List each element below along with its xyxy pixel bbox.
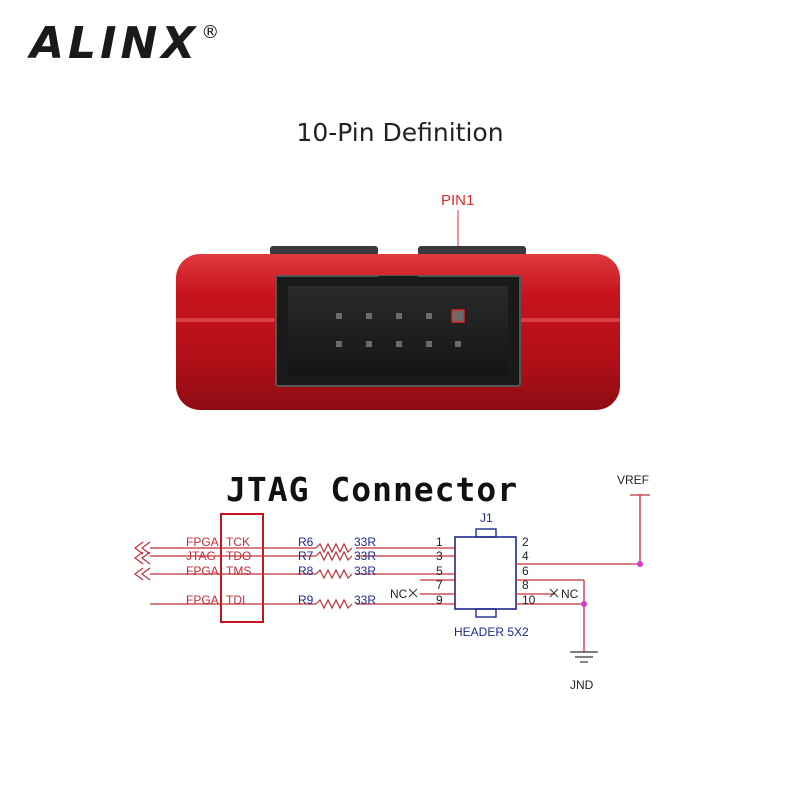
pin-number: 3 (436, 549, 443, 563)
signal-name: TMS (226, 564, 251, 578)
pin1-label: PIN1 (441, 192, 475, 209)
signal-prefix: JTAG (186, 549, 216, 563)
pin-number: 9 (436, 593, 443, 607)
pin-name-box (220, 513, 264, 623)
jtag-schematic: VREF JND J1 HEADER 5X2 FPGA TCK JTAG TDO… (134, 473, 650, 692)
signal-prefix: FPGA (186, 593, 219, 607)
ground-label: JND (570, 678, 594, 692)
signal-name: TDO (226, 549, 251, 563)
pin-number: 8 (522, 578, 529, 592)
schematic-heading: JTAG Connector (226, 470, 519, 509)
resistor-ref: R6 (298, 535, 314, 549)
idc-socket-inner (288, 286, 508, 376)
pin-number: 2 (522, 535, 529, 549)
pin-number: 7 (436, 578, 443, 592)
device-top-tab-right (418, 246, 526, 256)
signal-name: TDI (226, 593, 245, 607)
junction-vref (637, 561, 643, 567)
resistor-ref: R9 (298, 593, 314, 607)
signal-prefix: FPGA (186, 564, 219, 578)
signal-arrows (134, 541, 151, 581)
socket-pins (336, 313, 461, 347)
resistor-value: 33R (354, 564, 376, 578)
socket-key-notch (378, 276, 418, 286)
pin-number: 5 (436, 564, 443, 578)
nc-label-right: NC (561, 587, 579, 601)
connector-part: HEADER 5X2 (454, 625, 529, 639)
resistor-value: 33R (354, 549, 376, 563)
resistor-ref: R7 (298, 549, 314, 563)
device-top-tab-left (270, 246, 378, 256)
connector-ref: J1 (480, 511, 493, 525)
pin-number: 4 (522, 549, 529, 563)
header-j1-body (454, 536, 517, 610)
resistor-value: 33R (354, 535, 376, 549)
nc-label-left: NC (390, 587, 408, 601)
pin-number: 6 (522, 564, 529, 578)
alinx-logo: ALINX® (30, 18, 220, 69)
vref-label: VREF (617, 473, 649, 487)
junction-gnd (581, 601, 587, 607)
page-title: 10-Pin Definition (296, 118, 504, 147)
registered-mark: ® (201, 22, 220, 43)
pin-number: 10 (522, 593, 536, 607)
jtag-cable-device (176, 246, 620, 410)
resistor-value: 33R (354, 593, 376, 607)
pin1-highlight (451, 309, 465, 323)
signal-name: TCK (226, 535, 250, 549)
resistor-ref: R8 (298, 564, 314, 578)
brand-name: ALINX (30, 18, 200, 69)
signal-prefix: FPGA (186, 535, 219, 549)
pin-number: 1 (436, 535, 443, 549)
